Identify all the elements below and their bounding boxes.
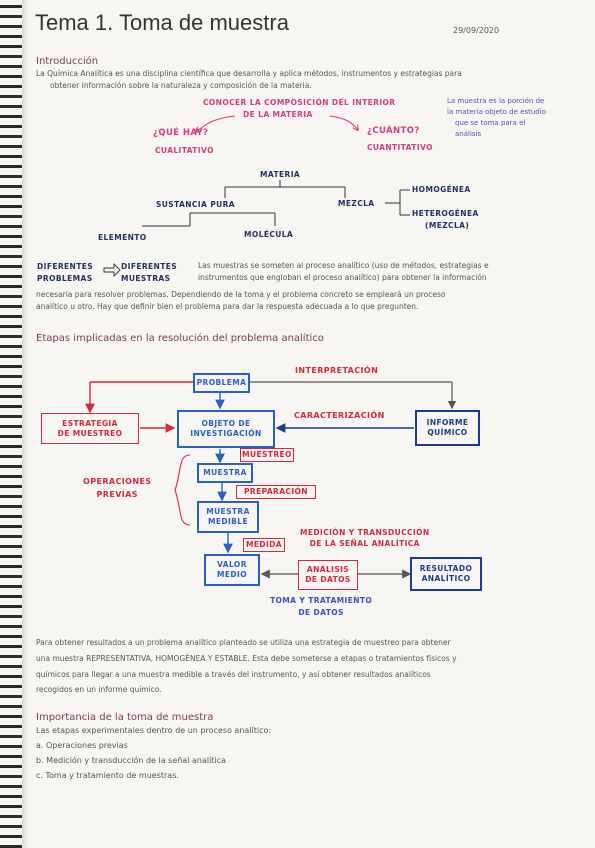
- label-line: MEDICIÓN Y TRANSDUCCIÓN: [300, 528, 430, 537]
- diferentes-muestras-label: DIFERENTES MUESTRAS: [121, 261, 177, 285]
- box-line: RESULTADO: [419, 564, 473, 573]
- label-line: PREVIAS: [96, 490, 138, 499]
- box-medida: MEDIDA: [243, 538, 285, 552]
- box-muestra: MUESTRA: [197, 463, 253, 483]
- intro-heading: Introducción: [36, 56, 99, 67]
- page-title: Tema 1. Toma de muestra: [35, 10, 289, 35]
- tree-heterogenea-sub: (MEZCLA): [425, 221, 470, 230]
- importancia-intro: Las etapas experimentales dentro de un p…: [36, 726, 272, 735]
- cualitativo-label: CUALITATIVO: [155, 146, 214, 155]
- label-caracterizacion: CARACTERIZACIÓN: [294, 411, 385, 420]
- importancia-item-a: a. Operaciones previas: [36, 741, 128, 750]
- concept-top-line-1: CONOCER LA COMPOSICIÓN DEL INTERIOR: [203, 98, 396, 107]
- tree-elemento: ELEMENTO: [98, 233, 147, 242]
- diferentes-problemas-label: DIFERENTES PROBLEMAS: [37, 261, 93, 285]
- summary-line-3: químicos para llegar a una muestra medib…: [36, 670, 431, 679]
- intro-line-2: obtener información sobre la naturaleza …: [50, 81, 312, 90]
- box-problema: PROBLEMA: [193, 373, 250, 393]
- box-line: INFORME: [426, 418, 469, 427]
- tree-materia: MATERIA: [260, 170, 301, 179]
- box-line: MUESTRA: [206, 507, 250, 516]
- label-line: DE DATOS: [298, 608, 344, 617]
- notebook-spiral-shadow: [22, 0, 28, 848]
- problems-text-2: instrumentos que engloban el proceso ana…: [198, 273, 487, 282]
- box-line: MEDIO: [217, 570, 247, 579]
- box-line: ESTRATEGIA: [62, 418, 118, 428]
- tree-molecula: MOLÉCULA: [244, 230, 294, 239]
- page-date: 29/09/2020: [453, 26, 500, 35]
- note-line: análisis: [455, 130, 482, 138]
- note-line: que se toma para el: [455, 119, 526, 127]
- label-line: DE LA SEÑAL ANALÍTICA: [309, 539, 420, 548]
- summary-line-4: recogidos en un informe químico.: [36, 685, 162, 694]
- box-preparacion: PREPARACIÓN: [236, 485, 316, 499]
- box-line: QUÍMICO: [427, 428, 468, 437]
- concept-top-line-2: DE LA MATERIA: [243, 110, 313, 119]
- tree-mezcla: MEZCLA: [338, 199, 375, 208]
- box-line: DE MUESTREO: [57, 428, 123, 438]
- box-line: ANALÍTICO: [421, 574, 471, 583]
- box-line: VALOR: [217, 560, 247, 569]
- importancia-item-b: b. Medición y transducción de la señal a…: [36, 756, 226, 765]
- label-operaciones-previas: OPERACIONES PREVIAS: [83, 475, 151, 501]
- label-medicion-transduccion: MEDICIÓN Y TRANSDUCCIÓN DE LA SEÑAL ANAL…: [300, 527, 430, 549]
- problems-text-4: analítico u otro. Hay que definir bien e…: [36, 302, 419, 311]
- box-muestreo: MUESTREO: [240, 448, 294, 462]
- que-hay-label: ¿QUÉ HAY?: [153, 128, 209, 138]
- box-line: MEDIBLE: [207, 517, 248, 526]
- summary-line-1: Para obtener resultados a un problema an…: [36, 638, 451, 647]
- label-toma-tratamiento: TOMA Y TRATAMIENTO DE DATOS: [270, 595, 372, 619]
- box-line: INVESTIGACIÓN: [190, 429, 262, 438]
- problems-text-3: necesaria para resolver problemas. Depen…: [36, 290, 446, 299]
- box-line: OBJETO DE: [201, 419, 251, 428]
- label-line: OPERACIONES: [83, 477, 152, 486]
- label-line: MUESTRAS: [121, 274, 171, 283]
- label-line: DIFERENTES: [37, 262, 94, 271]
- notebook-spiral: [0, 0, 22, 848]
- note-line: La muestra es la porción de: [447, 97, 545, 105]
- box-line: DE DATOS: [305, 575, 351, 584]
- note-line: la materia objeto de estudio: [447, 108, 546, 116]
- importancia-item-c: c. Toma y tratamiento de muestras.: [36, 771, 179, 780]
- label-interpretacion: INTERPRETACIÓN: [295, 366, 379, 375]
- problems-text-1: Las muestras se someten al proceso analí…: [198, 261, 489, 270]
- summary-line-2: una muestra REPRESENTATIVA, HOMOGÉNEA Y …: [36, 654, 457, 663]
- label-line: PROBLEMAS: [37, 274, 93, 283]
- label-line: DIFERENTES: [121, 262, 178, 271]
- label-line: TOMA Y TRATAMIENTO: [270, 596, 373, 605]
- etapas-heading: Etapas implicadas en la resolución del p…: [36, 333, 324, 344]
- intro-line-1: La Química Analítica es una disciplina c…: [36, 69, 462, 78]
- tree-homogenea: HOMOGÉNEA: [412, 185, 471, 194]
- muestra-definition-note: La muestra es la porción de la materia o…: [447, 96, 546, 140]
- importancia-heading: Importancia de la toma de muestra: [36, 712, 214, 723]
- tree-sustancia-pura: SUSTANCIA PURA: [156, 200, 235, 209]
- box-line: ANÁLISIS: [306, 565, 350, 574]
- cuantitativo-label: CUANTITATIVO: [367, 143, 433, 152]
- cuanto-label: ¿CUÁNTO?: [367, 126, 420, 136]
- tree-heterogenea: HETEROGÉNEA: [412, 209, 479, 218]
